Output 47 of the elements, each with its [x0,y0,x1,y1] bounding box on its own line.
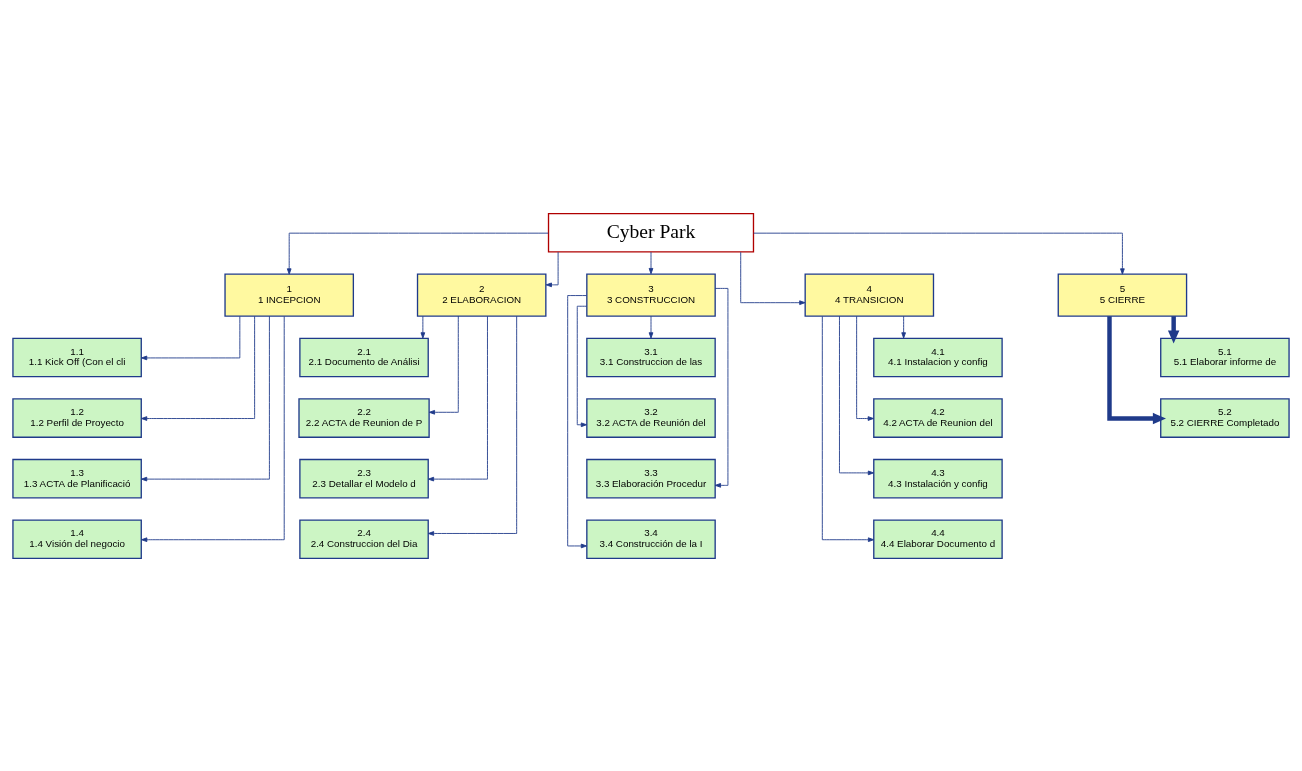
node-box: 5.2 5.2 CIERRE Completado [1160,397,1290,438]
arrow [740,251,806,305]
arrow [140,315,270,481]
node-box: 2.3 2.3 Detallar el Modelo d [299,458,429,498]
node-box: 5 5 CIERRE [1057,273,1188,317]
node-box: 1.1 1.1 Kick Off (Con el cli [12,337,142,377]
arrow [1107,315,1166,424]
arrow [141,315,285,542]
arrow [141,315,256,421]
node-box: 1.4 1.4 Visión del negocio [12,518,142,559]
arrow [420,315,426,338]
arrow [427,315,518,536]
arrow [901,315,906,338]
arrow [821,315,875,542]
node-box: 2.2 2.2 ACTA de Reunion de P [298,397,430,438]
node-box: 4.4 4.4 Elaborar Documento d [873,518,1003,559]
node-box: 1 1 INCEPCION [224,273,355,317]
arrow [428,315,459,415]
node-box: 3.4 3.4 Construcción de la I [586,518,716,559]
arrow [286,232,549,275]
arrow [856,315,874,421]
node-box: 4.1 4.1 Instalacion y config [873,337,1003,377]
node-box: 1.3 1.3 ACTA de Planificació [12,458,142,498]
arrow [648,251,654,274]
arrow [753,232,1125,275]
arrow [140,315,241,360]
arrow [567,294,588,548]
arrow [839,315,875,475]
arrow [427,315,488,481]
node-box: 4.3 4.3 Instalación y config [873,458,1003,498]
arrow [545,251,559,287]
node-box: 3.2 3.2 ACTA de Reunión del [586,397,716,438]
node-box: 5.1 5.1 Elaborar informe de [1160,337,1290,377]
node-box: 2.4 2.4 Construccion del Dia [299,518,429,559]
node-box: 3.1 3.1 Construccion de las [586,337,716,377]
node-box: Cyber Park [547,212,755,253]
node-box: 4 4 TRANSICION [804,273,935,317]
node-box: 4.2 4.2 ACTA de Reunion del [873,397,1003,438]
arrow [1167,315,1180,344]
node-box: 1.2 1.2 Perfil de Proyecto [12,397,142,438]
node-box: 3.3 3.3 Elaboración Procedur [586,458,716,498]
node-box: 2 2 ELABORACION [416,273,547,317]
arrow [714,287,729,488]
node-box: 2.1 2.1 Documento de Análisi [299,337,429,377]
node-box: 3 3 CONSTRUCCION [586,273,716,317]
arrow [648,315,654,338]
arrow [576,305,588,427]
